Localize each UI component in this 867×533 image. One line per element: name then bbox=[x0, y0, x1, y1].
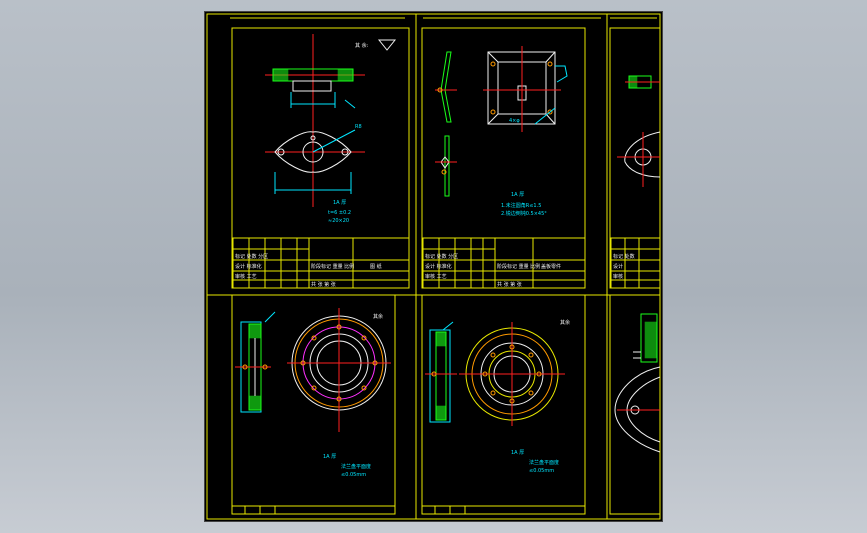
svg-text:阶段标记 重量 比例: 阶段标记 重量 比例 bbox=[311, 263, 354, 270]
note-line-3: 2.锐边倒钝0.5×45° bbox=[501, 210, 547, 217]
svg-text:盖板零件: 盖板零件 bbox=[541, 263, 561, 270]
sheet-6[interactable] bbox=[614, 313, 661, 453]
note-line-2: 1.未注圆角R≤1.5 bbox=[501, 202, 541, 209]
cad-viewport[interactable]: 其 余: R8 1A 厚 t=6 ±0.2 ≈20×20 bbox=[204, 11, 663, 522]
drawing-sheets: 其 余: R8 1A 厚 t=6 ±0.2 ≈20×20 bbox=[206, 13, 661, 520]
surface-finish-label: 其余 bbox=[373, 313, 383, 320]
title-block: 设计 标准化 审核 工艺 阶段标记 重量 比例 共 张 第 张 图 纸 标记 处… bbox=[232, 237, 410, 289]
title-block: 标记 处数 分区 设计 标准化 审核 工艺 阶段标记 重量 比例 共 张 第 张… bbox=[422, 237, 586, 289]
svg-text:审核: 审核 bbox=[613, 273, 623, 280]
note-line-2: 法兰盘平面度 bbox=[341, 463, 371, 470]
sheet-2[interactable]: 4×φ 1A 厚 1.未注圆角R≤1.5 2.锐边倒钝0.5×45° 标记 处数… bbox=[422, 46, 586, 289]
sheet-3[interactable]: 标记 处数 设计 审核 bbox=[610, 75, 661, 289]
sheet-5[interactable]: 其余 1A 厚 法兰盘平面度 ≤0.05mm bbox=[425, 319, 570, 474]
note-line-3: ≤0.05mm bbox=[529, 468, 554, 474]
svg-text:4×φ: 4×φ bbox=[509, 118, 520, 124]
svg-text:阶段标记 重量 比例: 阶段标记 重量 比例 bbox=[497, 263, 540, 270]
surface-finish-symbol bbox=[377, 39, 397, 51]
sheet-1[interactable]: 其 余: R8 1A 厚 t=6 ±0.2 ≈20×20 bbox=[232, 34, 410, 289]
surface-finish-label: 其余 bbox=[560, 319, 570, 326]
svg-text:审核 工艺: 审核 工艺 bbox=[235, 273, 257, 280]
note-line-1: 1A 厚 bbox=[511, 450, 524, 456]
svg-text:R8: R8 bbox=[355, 124, 362, 130]
note-line-1: 1A 厚 bbox=[333, 200, 346, 206]
svg-text:设计: 设计 bbox=[613, 263, 623, 270]
svg-text:设计 标准化: 设计 标准化 bbox=[235, 263, 262, 270]
note-line-1: 1A 厚 bbox=[511, 192, 524, 198]
title-block: 标记 处数 设计 审核 bbox=[610, 237, 661, 289]
svg-text:标记 处数 分区: 标记 处数 分区 bbox=[235, 253, 268, 260]
sheet-4[interactable]: 其余 1A 厚 法兰盘平面度 ≤0.05mm bbox=[235, 308, 391, 478]
svg-text:标记 处数: 标记 处数 bbox=[613, 253, 635, 260]
svg-text:共 张 第 张: 共 张 第 张 bbox=[497, 281, 522, 288]
note-line-1: 1A 厚 bbox=[323, 454, 336, 460]
surface-finish-label: 其 余: bbox=[355, 42, 369, 49]
svg-text:设计 标准化: 设计 标准化 bbox=[425, 263, 452, 270]
svg-text:标记 处数 分区: 标记 处数 分区 bbox=[425, 253, 458, 260]
svg-text:审核 工艺: 审核 工艺 bbox=[425, 273, 447, 280]
note-line-3: ≤0.05mm bbox=[341, 472, 366, 478]
note-line-2: 法兰盘平面度 bbox=[529, 459, 559, 466]
svg-text:图 纸: 图 纸 bbox=[370, 263, 382, 270]
note-line-2: t=6 ±0.2 bbox=[328, 210, 351, 216]
svg-text:共 张 第 张: 共 张 第 张 bbox=[311, 281, 336, 288]
note-line-3: ≈20×20 bbox=[328, 218, 349, 224]
